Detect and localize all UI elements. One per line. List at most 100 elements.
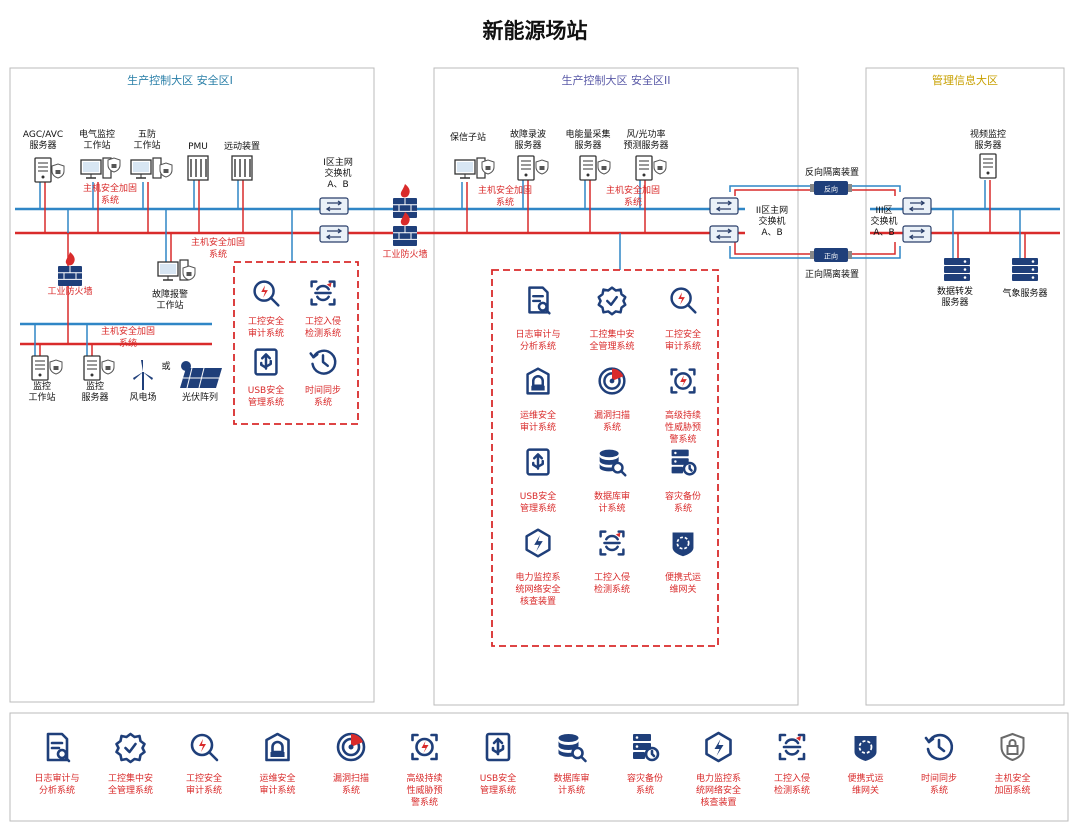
zone-3-drops — [952, 180, 1026, 258]
bottom-security-item: 数据库审计系统 — [553, 734, 590, 796]
zone1-security-item-label: 工控入侵检测系统 — [305, 315, 341, 339]
zone1-security-item: 工控安全审计系统 — [248, 280, 284, 339]
zone2-security-item-label: 便携式运维网关 — [665, 571, 701, 595]
usb-icon — [254, 348, 278, 376]
bottom-security-item: 工控安全审计系统 — [186, 733, 222, 796]
shield-icon — [653, 159, 667, 175]
label-host-2: 主机安全加固系统 — [191, 236, 245, 260]
vuln-scan-icon — [336, 732, 366, 762]
label-host-z2-2: 主机安全加固系统 — [606, 184, 660, 208]
label-forward: 正向隔离装置 — [805, 268, 859, 280]
power-check-icon — [525, 528, 551, 558]
shield-icon — [481, 159, 495, 175]
server-monitor-ws-icon — [31, 355, 49, 381]
zone-1-title: 生产控制大区 安全区I — [127, 73, 233, 87]
server-data-forward-icon — [944, 258, 970, 281]
bottom-security-item: 便携式运维网关 — [847, 736, 884, 796]
zone1-security-item-label: 时间同步系统 — [305, 384, 341, 408]
bottom-security-item: 电力监控系统网络安全核查装置 — [696, 731, 741, 808]
portable-gw-icon — [854, 736, 877, 761]
switch-1b-icon — [319, 225, 349, 243]
db-audit-icon — [558, 734, 587, 763]
workstation-elec-icon — [80, 157, 112, 179]
reverse-isolator-icon: 反向 — [810, 181, 852, 195]
bottom-security-item-label: 容灾备份系统 — [627, 772, 663, 796]
log-audit-icon — [528, 286, 551, 315]
bottom-security-item-label: 主机安全加固系统 — [994, 772, 1030, 796]
zone2-security-item: 容灾备份系统 — [665, 449, 701, 514]
server-monitor-srv-icon — [83, 355, 101, 381]
bottom-security-item: 日志审计与分析系统 — [34, 732, 80, 796]
zone2-security-item-label: 工控安全审计系统 — [665, 328, 701, 352]
label-firewall-2: 工业防火墙 — [382, 248, 427, 260]
firewall-zone1-icon — [58, 252, 82, 286]
label-baoxin: 保信子站 — [450, 131, 486, 143]
intrusion-icon — [599, 530, 625, 556]
ops-audit-icon — [265, 732, 290, 762]
zone-1-drops — [34, 180, 293, 356]
bottom-security-item: 时间同步系统 — [921, 733, 957, 796]
label-yundong: 远动装置 — [224, 140, 260, 152]
pmu-icon — [187, 155, 209, 181]
label-elec-monitor: 电气监控工作站 — [79, 128, 115, 151]
zone2-security-item-label: 容灾备份系统 — [665, 490, 701, 514]
zone2-security-item: 运维安全审计系统 — [520, 367, 556, 433]
label-or: 或 — [161, 360, 170, 372]
bottom-security-item-label: 运维安全审计系统 — [259, 772, 295, 796]
workstation-wufang-icon — [130, 157, 162, 179]
time-sync-icon — [309, 349, 337, 375]
central-mgmt-icon — [115, 732, 146, 764]
zone2-security-item-label: 漏洞扫描系统 — [594, 409, 630, 433]
bottom-security-item: 工控入侵检测系统 — [774, 733, 810, 796]
backup-icon — [671, 449, 697, 476]
label-dianneng: 电能量采集服务器 — [565, 128, 610, 151]
zone2-security-item: USB安全管理系统 — [520, 448, 556, 514]
label-monitor-srv: 监控服务器 — [81, 380, 108, 403]
zone1-security-item: 工控入侵检测系统 — [305, 280, 341, 339]
power-check-icon — [705, 731, 732, 763]
host-hardening-icon — [1000, 732, 1025, 762]
bottom-security-item-label: 电力监控系统网络安全核查装置 — [696, 772, 741, 808]
label-host-3: 主机安全加固系统 — [101, 325, 155, 349]
pv-array-icon — [180, 361, 222, 389]
switch-2a-icon — [709, 197, 739, 215]
apt-icon — [670, 368, 696, 394]
label-host-z2-1: 主机安全加固系统 — [478, 184, 532, 208]
label-firewall-1: 工业防火墙 — [47, 285, 92, 297]
bottom-security-item: 工控集中安全管理系统 — [108, 732, 153, 796]
zone1-security-item: 时间同步系统 — [305, 349, 341, 408]
zone2-security-item-label: 电力监控系统网络安全核查装置 — [515, 571, 560, 607]
ics-audit-icon — [190, 733, 219, 762]
zone2-security-item: 日志审计与分析系统 — [515, 286, 561, 352]
label-weather: 气象服务器 — [1002, 287, 1047, 299]
zone2-security-item: 高级持续性威胁预警系统 — [665, 368, 701, 445]
forward-isolator-icon: 正向 — [810, 248, 852, 262]
usb-icon — [526, 448, 550, 476]
bottom-security-item-label: 工控安全审计系统 — [186, 772, 222, 796]
label-reverse: 反向隔离装置 — [805, 166, 859, 178]
zone2-security-item-label: 运维安全审计系统 — [520, 409, 556, 433]
server-guzhang-icon — [517, 155, 535, 181]
apt-icon — [411, 733, 438, 761]
label-fengguang: 风/光功率预测服务器 — [623, 128, 668, 151]
shield-icon — [159, 162, 173, 178]
usb-icon — [485, 732, 511, 762]
zone2-security-item: 漏洞扫描系统 — [594, 367, 630, 433]
bottom-security-item-label: 日志审计与分析系统 — [34, 772, 79, 796]
label-fault: 故障报警工作站 — [152, 288, 188, 311]
bottom-security-item: 运维安全审计系统 — [259, 732, 296, 796]
shield-icon — [101, 359, 115, 375]
bottom-security-item: 漏洞扫描系统 — [333, 732, 369, 796]
label-pmu: PMU — [188, 142, 208, 152]
firewall-a-icon — [393, 184, 417, 218]
bottom-security-item-label: 高级持续性威胁预警系统 — [406, 772, 442, 808]
zone2-security-item-label: USB安全管理系统 — [520, 490, 556, 514]
label-host-1: 主机安全加固系统 — [83, 182, 137, 206]
page-title: 新能源场站 — [483, 19, 588, 43]
bottom-security-item: USB安全管理系统 — [480, 732, 516, 796]
svg-text:反向: 反向 — [824, 185, 838, 194]
portable-gw-icon — [672, 532, 694, 557]
